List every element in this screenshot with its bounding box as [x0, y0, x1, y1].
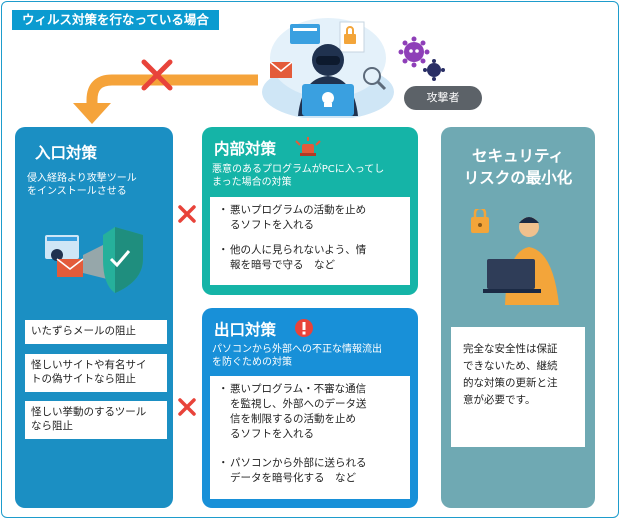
entry-title: 入口対策 [35, 144, 98, 162]
shield-protection-illustration [45, 227, 143, 293]
secure-worker-illustration [471, 209, 559, 305]
entry-column: 入口対策 侵入経路より攻撃ツール をインストールさせる いたずらメールの阻止 怪… [15, 127, 173, 508]
cross-icon-exit [178, 398, 196, 416]
exit-description: パソコンから外部への不正な情報流出 を防ぐための対策 [212, 344, 382, 368]
exit-bullet-1: 悪いプログラム・不審な通信 を監視し、外部へのデータ送 信を制限するの活動を止め… [218, 382, 366, 442]
risk-note-box: 完全な安全性は保証 できないため、継続 的な対策の更新と注 意が必要です。 [451, 327, 585, 447]
entry-item-3: 怪しい挙動のするツール なら阻止 [25, 401, 167, 439]
entry-item-1: いたずらメールの阻止 [25, 320, 167, 344]
exit-bullets-box: 悪いプログラム・不審な通信 を監視し、外部へのデータ送 信を制限するの活動を止め… [210, 376, 410, 499]
risk-title: セキュリティ リスクの最小化 [463, 147, 573, 187]
attacker-badge: 攻撃者 [404, 86, 482, 110]
hacker-illustration [262, 18, 394, 118]
alert-siren-icon [295, 137, 321, 156]
header-title: ウィルス対策を行なっている場合 [12, 10, 219, 30]
exit-title: 出口対策 [214, 321, 277, 339]
entry-description: 侵入経路より攻撃ツール をインストールさせる [27, 173, 137, 197]
warning-icon [295, 319, 313, 337]
entry-item-2: 怪しいサイトや有名サイ トの偽サイトなら阻止 [25, 354, 167, 392]
internal-title: 内部対策 [214, 140, 277, 158]
blocked-cross-icon [141, 59, 173, 91]
exit-bullet-2: パソコンから外部に送られる データを暗号化する など [218, 456, 366, 486]
internal-column: 内部対策 悪意のあるプログラムがPCに入ってし まった場合の対策 悪いプログラム… [202, 127, 418, 295]
exit-column: 出口対策 パソコンから外部への不正な情報流出 を防ぐための対策 悪いプログラム・… [202, 308, 418, 508]
internal-bullet-1: 悪いプログラムの活動を止め るソフトを入れる [218, 203, 366, 233]
internal-bullet-2: 他の人に見られないよう、情 報を暗号で守る など [218, 243, 366, 273]
risk-column: セキュリティ リスクの最小化 完全な安全性は保証 できないため、継続 的な対策の… [441, 127, 595, 508]
internal-bullets-box: 悪いプログラムの活動を止め るソフトを入れる 他の人に見られないよう、情 報を暗… [210, 197, 410, 285]
virus-icon [398, 36, 445, 81]
cross-icon-internal [178, 205, 196, 223]
internal-description: 悪意のあるプログラムがPCに入ってし まった場合の対策 [212, 164, 385, 188]
